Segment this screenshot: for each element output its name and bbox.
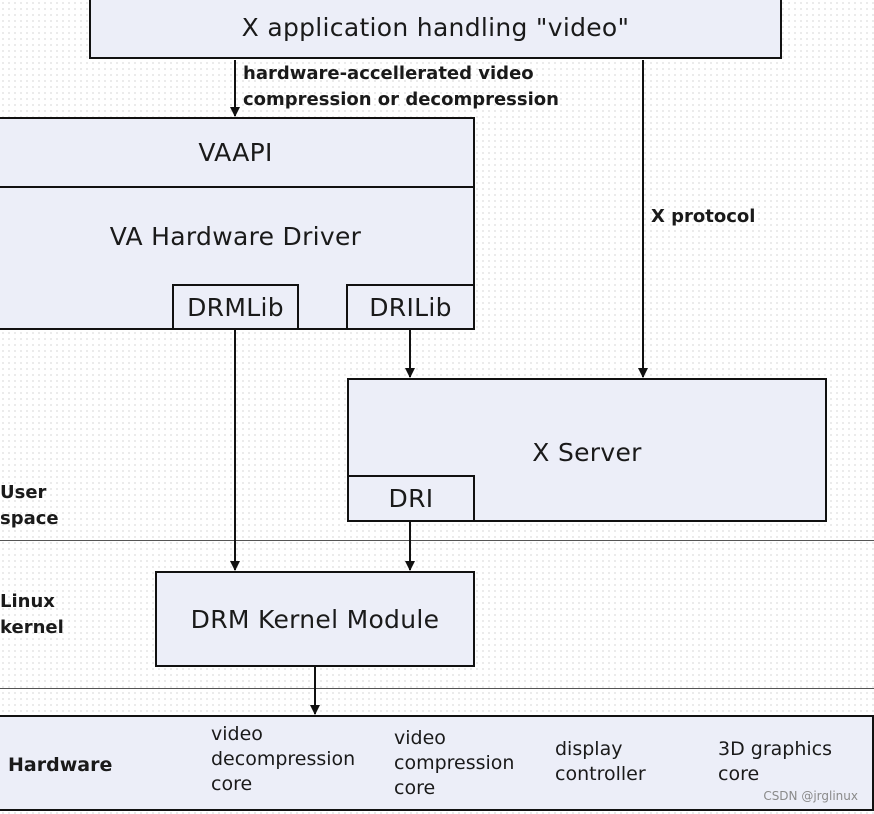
drilib-box: DRILib — [346, 284, 475, 330]
drm-kernel-module-box: DRM Kernel Module — [155, 571, 475, 667]
hw-accel-edge-label: hardware-accellerated video compression … — [243, 63, 559, 110]
linux-kernel-layer-label: Linux kernel — [0, 591, 64, 638]
hardware-box — [0, 715, 874, 811]
hw-item-video-decompression: video decompression core — [211, 723, 356, 795]
drmlib-box: DRMLib — [172, 284, 299, 330]
drm-kernel-module-label: DRM Kernel Module — [190, 604, 440, 634]
x-application-box: X application handling "video" — [89, 0, 782, 59]
va-hardware-driver-label: VA Hardware Driver — [109, 222, 362, 251]
hardware-layer-label: Hardware — [8, 754, 113, 776]
user-kernel-separator — [0, 540, 874, 541]
user-space-layer-label: User space — [0, 482, 59, 529]
hw-item-display-controller: display controller — [555, 738, 646, 785]
vaapi-label: VAAPI — [198, 138, 273, 167]
csdn-watermark: CSDN @jrglinux — [763, 789, 858, 803]
x-protocol-edge-label: X protocol — [651, 206, 756, 227]
kernel-hardware-separator — [0, 688, 874, 689]
vaapi-box: VAAPI — [0, 117, 475, 188]
x-server-label: X Server — [532, 437, 642, 467]
drmlib-label: DRMLib — [187, 292, 284, 322]
hw-item-video-compression: video compression core — [394, 727, 515, 799]
dri-box: DRI — [347, 475, 475, 522]
x-application-label: X application handling "video" — [241, 13, 630, 42]
x-server-box: X Server — [347, 378, 827, 522]
hw-item-3d-graphics: 3D graphics core — [718, 738, 832, 785]
dri-label: DRI — [388, 484, 434, 513]
drilib-label: DRILib — [369, 292, 452, 322]
